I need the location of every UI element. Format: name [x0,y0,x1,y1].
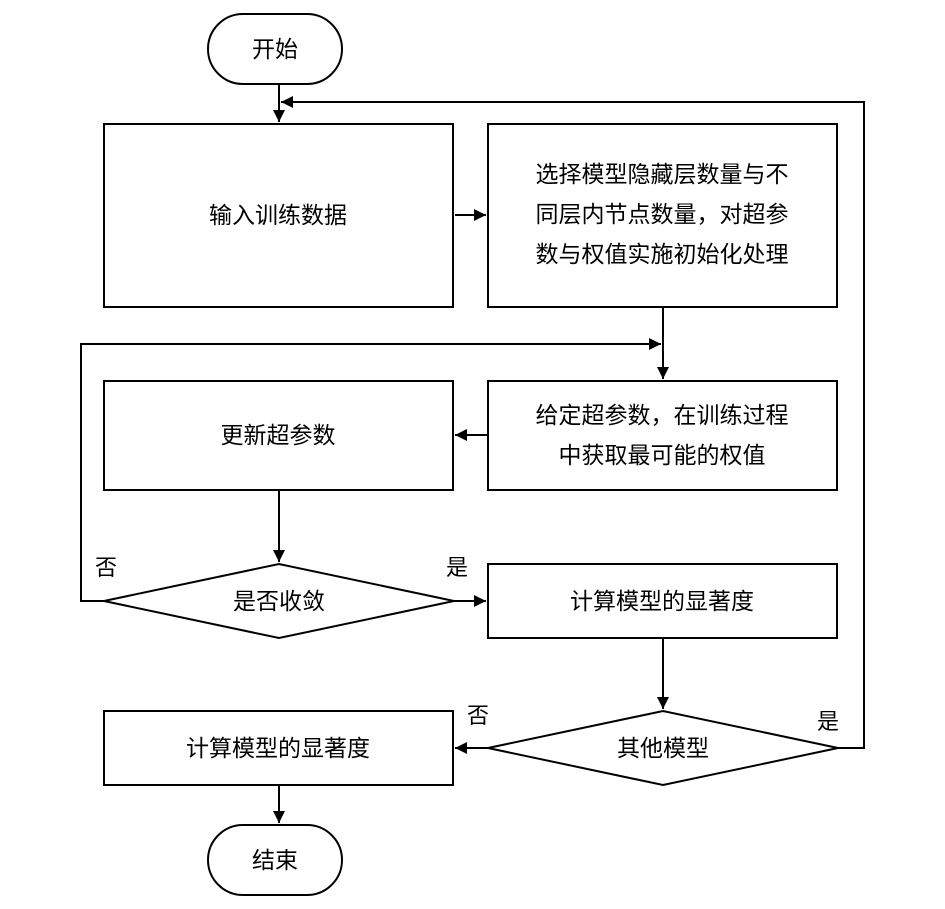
compute2-label: 计算模型的显著度 [186,736,370,762]
converge-no-label: 否 [95,556,117,581]
given-label-line2: 中获取最可能的权值 [559,443,766,469]
start-label: 开始 [252,37,298,63]
converge-yes-label: 是 [446,556,468,581]
other-yes-label: 是 [817,710,839,735]
select-label-line2: 同层内节点数量，对超参 [536,202,789,228]
input-label: 输入训练数据 [209,203,347,229]
other-no-label: 否 [467,704,489,729]
edge-other-yes-loop [281,96,865,749]
compute1-label: 计算模型的显著度 [570,589,754,615]
other-label: 其他模型 [617,736,709,762]
end-label: 结束 [252,848,298,874]
given-box [487,380,838,491]
end-terminal [207,824,343,896]
input-box [103,123,454,308]
given-label-line1: 给定超参数，在训练过程 [536,403,789,429]
select-label-line1: 选择模型隐藏层数量与不 [536,162,789,188]
edge-converge-no-loop [80,338,661,602]
select-label-line3: 数与权值实施初始化处理 [536,242,789,268]
update-label: 更新超参数 [221,423,336,449]
start-terminal [207,13,343,85]
converge-label: 是否收敛 [233,589,325,615]
